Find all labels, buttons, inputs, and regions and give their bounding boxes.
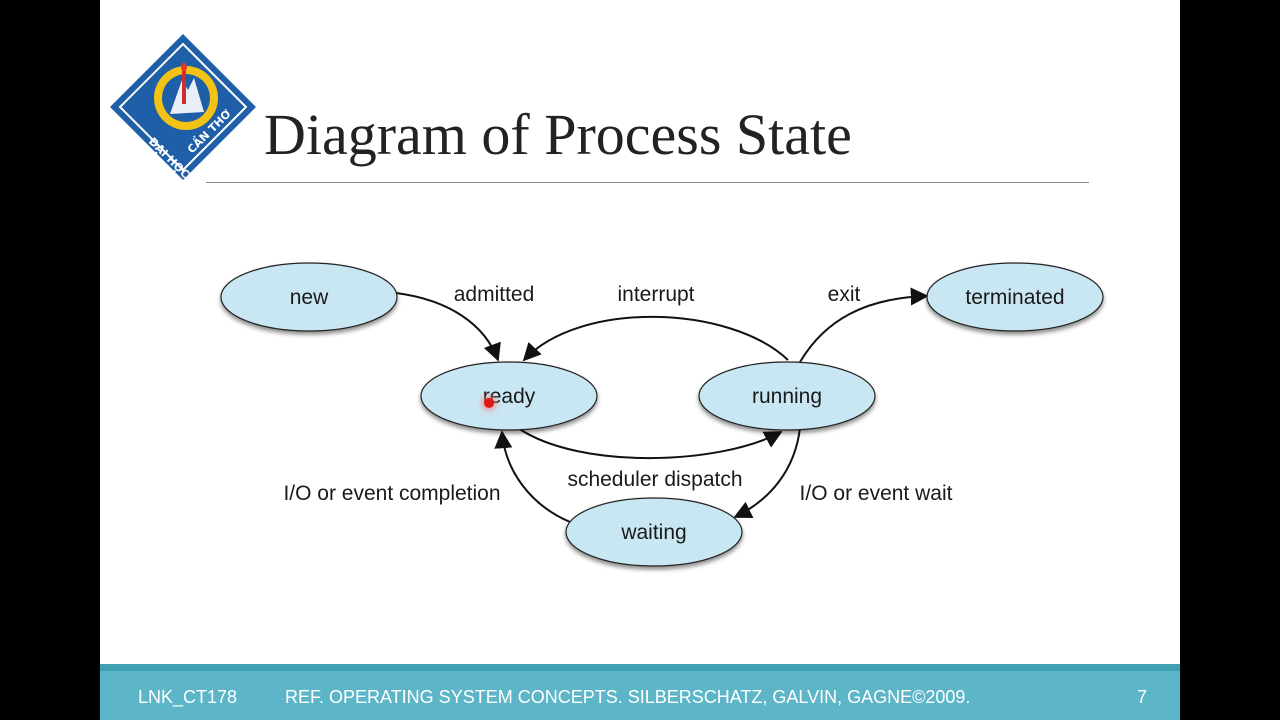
state-ready: ready	[420, 361, 598, 431]
state-terminated-label: terminated	[965, 286, 1064, 309]
slide-footer: LNK_CT178 REF. OPERATING SYSTEM CONCEPTS…	[100, 664, 1180, 720]
edge-interrupt	[522, 315, 789, 362]
footer-course-code: LNK_CT178	[138, 687, 238, 707]
label-admitted: admitted	[454, 283, 535, 306]
edge-admitted	[395, 292, 501, 362]
state-waiting: waiting	[565, 497, 743, 567]
label-io-event-completion: I/O or event completion	[283, 482, 500, 505]
footer-reference: REF. OPERATING SYSTEM CONCEPTS. SILBERSC…	[285, 687, 971, 707]
edge-io-event-wait	[733, 427, 801, 519]
state-terminated: terminated	[926, 262, 1104, 332]
edge-io-event-completion	[494, 430, 571, 523]
label-exit: exit	[828, 283, 861, 306]
footer-accent-bar	[100, 664, 1180, 671]
footer-page-number: 7	[1137, 687, 1148, 707]
state-new-label: new	[290, 286, 329, 309]
label-io-event-wait: I/O or event wait	[800, 482, 953, 505]
label-scheduler-dispatch: scheduler dispatch	[567, 468, 742, 491]
state-new: new	[220, 262, 398, 332]
state-ready-label: ready	[483, 385, 536, 408]
state-running: running	[698, 361, 876, 431]
laser-pointer-icon	[484, 398, 494, 408]
university-logo-icon: ĐẠI HỌC CẦN THƠ	[110, 34, 256, 181]
process-state-diagram: new ready running terminated waiting adm…	[220, 262, 1104, 567]
edge-exit	[799, 287, 929, 363]
edge-scheduler-dispatch	[517, 427, 783, 460]
slide-title: Diagram of Process State	[264, 102, 852, 167]
title-underline	[206, 182, 1089, 183]
state-running-label: running	[752, 385, 822, 408]
label-interrupt: interrupt	[617, 283, 694, 306]
state-waiting-label: waiting	[620, 521, 686, 544]
slide: ĐẠI HỌC CẦN THƠ Diagram of Process State…	[100, 0, 1180, 720]
